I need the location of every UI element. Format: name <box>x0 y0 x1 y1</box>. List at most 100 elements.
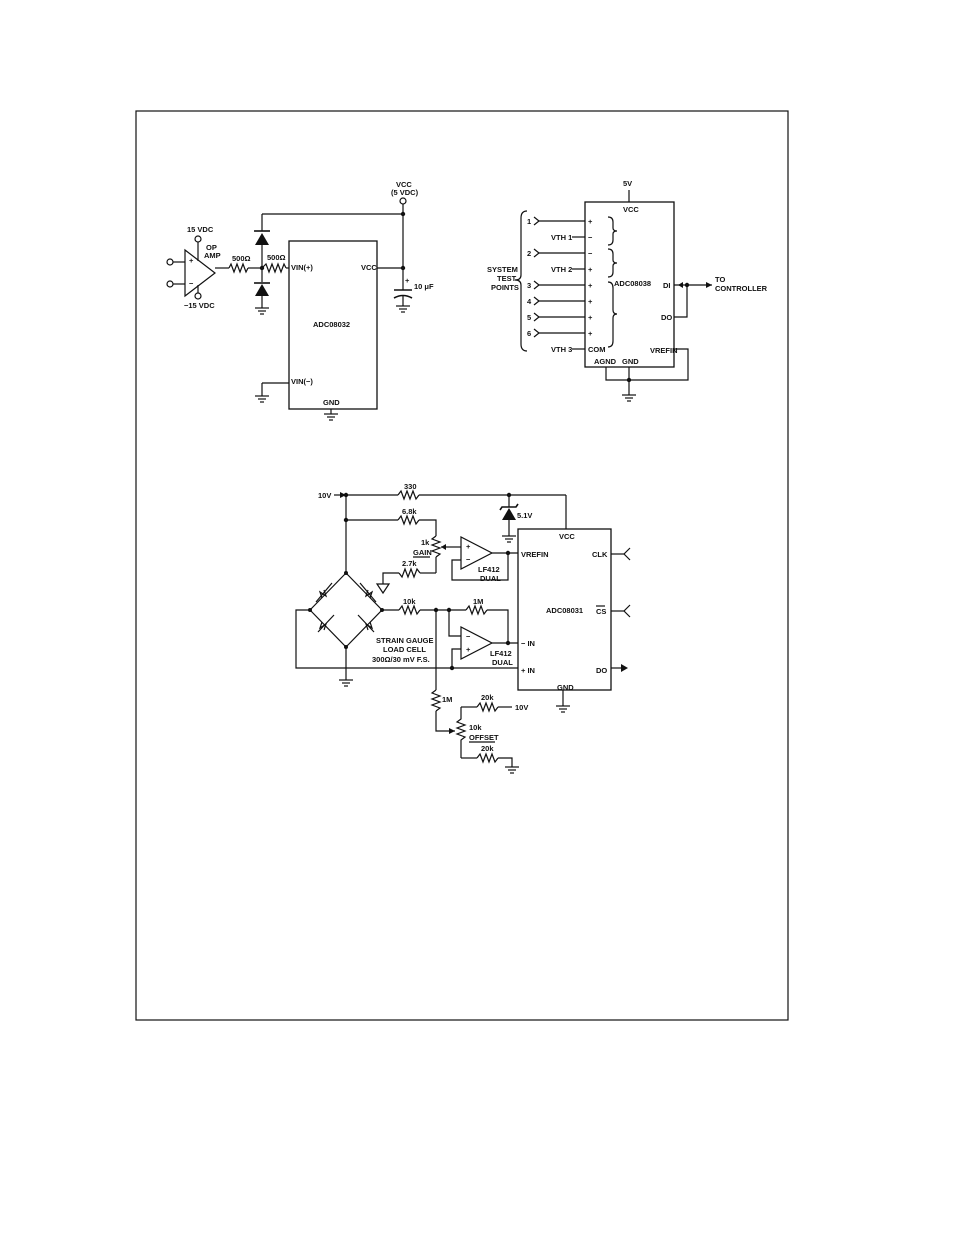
polarity-3: − <box>588 249 593 258</box>
pin-vcc-2: VCC <box>623 205 639 214</box>
neg-supply-label: −15 VDC <box>184 301 215 310</box>
pin-vrefin: VREFIN <box>650 346 678 355</box>
amp2-label-1: LF412 <box>490 649 512 658</box>
resistor-1m-down-label: 1M <box>442 695 452 704</box>
input-3-label: 3 <box>527 281 531 290</box>
system-label-3: POINTS <box>491 283 519 292</box>
offset-label: OFFSET <box>469 733 499 742</box>
resistor-10k <box>398 604 421 616</box>
ic-adc08031 <box>517 528 612 691</box>
strain-gauge-bridge <box>308 571 384 649</box>
resistor-r2 <box>261 262 287 274</box>
pin-clk: CLK <box>592 550 608 559</box>
ic-adc08038-label: ADC08038 <box>614 279 651 288</box>
resistor-r1-label: 500Ω <box>232 254 251 263</box>
controller-label-2: CONTROLLER <box>715 284 768 293</box>
supply-10v-label: 10V <box>318 491 331 500</box>
brace-system-test-points <box>514 210 528 352</box>
lf412-buffer <box>460 536 494 570</box>
resistor-20k-top <box>476 701 499 713</box>
diagram-adc08031: ADC08031 VCC VREFIN − IN + IN CLK CS DO … <box>295 482 631 774</box>
op-amp-plus: + <box>189 256 194 265</box>
resistor-6-8k <box>397 514 420 526</box>
amp2-label-2: DUAL <box>492 658 513 667</box>
input-5-label: 5 <box>527 313 531 322</box>
controller-label-1: TO <box>715 275 725 284</box>
input-lines <box>533 216 585 350</box>
pin-cs: CS <box>596 607 606 616</box>
input-6-label: 6 <box>527 329 531 338</box>
resistor-330-label: 330 <box>404 482 417 491</box>
polarity-4: + <box>588 265 593 274</box>
bridge-label-3: 300Ω/30 mV F.S. <box>372 655 430 664</box>
resistor-1m-down <box>430 689 442 712</box>
resistor-2-7k <box>398 567 421 579</box>
polarity-8: + <box>588 329 593 338</box>
amp1-minus: − <box>466 555 471 564</box>
brace-ch1 <box>607 216 618 246</box>
resistor-2-7k-label: 2.7k <box>402 559 417 568</box>
resistor-r1 <box>228 262 249 274</box>
op-amp-minus: − <box>189 279 194 288</box>
pin-vin-minus: VIN(−) <box>291 377 313 386</box>
pin-gnd: GND <box>323 398 340 407</box>
resistor-6-8k-label: 6.8k <box>402 507 417 516</box>
polarity-6: + <box>588 297 593 306</box>
diagram-adc08038: ADC08038 VCC DI DO VREFIN AGND GND COM +… <box>487 179 768 402</box>
input-2-label: 2 <box>527 249 531 258</box>
amp1-label-1: LF412 <box>478 565 500 574</box>
amp1-label-2: DUAL <box>480 574 501 583</box>
system-label-2: TEST <box>497 274 517 283</box>
amp2-plus: + <box>466 645 471 654</box>
polarity-1: + <box>588 217 593 226</box>
brace-ch3-6 <box>607 281 618 348</box>
pin-vcc-3: VCC <box>559 532 575 541</box>
resistor-10k-label: 10k <box>403 597 416 606</box>
resistor-r2-label: 500Ω <box>267 253 286 262</box>
arrow-do-out <box>621 664 628 672</box>
gain-label: GAIN <box>413 548 432 557</box>
resistor-330 <box>397 489 420 501</box>
resistor-20k-bot-label: 20k <box>481 744 494 753</box>
gain-potentiometer <box>430 535 442 558</box>
clamp-diode-upper <box>255 233 269 245</box>
supply-10v-right-label: 10V <box>515 703 528 712</box>
amp2-minus: − <box>466 632 471 641</box>
arrow-controller <box>706 282 712 288</box>
vth1-label: VTH 1 <box>551 233 572 242</box>
pin-gnd-3: GND <box>557 683 574 692</box>
pin-di: DI <box>663 281 671 290</box>
system-label-1: SYSTEM <box>487 265 518 274</box>
pin-gnd-2: GND <box>622 357 639 366</box>
clamp-diode-lower <box>255 284 269 296</box>
pin-in-plus: + IN <box>521 666 535 675</box>
resistor-20k-bottom <box>476 752 499 764</box>
vcc-terminal <box>399 197 407 205</box>
amp1-plus: + <box>466 542 471 551</box>
ic-adc08032-label: ADC08032 <box>313 320 350 329</box>
vcc-value: (5 VDC) <box>391 188 419 197</box>
pin-com: COM <box>588 345 606 354</box>
resistor-1m-fb-label: 1M <box>473 597 483 606</box>
vcc-label: VCC <box>396 180 412 189</box>
op-amp-label: OP <box>206 243 217 252</box>
pos-supply-terminal <box>194 235 202 243</box>
input-terminal-plus <box>166 258 174 266</box>
capacitor-label: 10 μF <box>414 282 434 291</box>
resistor-20k-top-label: 20k <box>481 693 494 702</box>
zener-diode <box>502 508 516 520</box>
bridge-label-2: LOAD CELL <box>383 645 426 654</box>
resistor-1m-feedback <box>465 604 488 616</box>
input-1-label: 1 <box>527 217 531 226</box>
pin-agnd: AGND <box>594 357 617 366</box>
capacitor-plus: + <box>405 276 410 285</box>
pos-supply-label: 15 VDC <box>187 225 214 234</box>
polarity-5: + <box>588 281 593 290</box>
pin-vcc: VCC <box>361 263 377 272</box>
diagram-adc08032: ADC08032 VIN(+) VIN(−) VCC GND + − OP AM… <box>166 180 434 421</box>
vth2-label: VTH 2 <box>551 265 572 274</box>
ic-adc08031-label: ADC08031 <box>546 606 583 615</box>
offset-potentiometer <box>455 707 467 758</box>
pot-1k-label: 1k <box>421 538 430 547</box>
